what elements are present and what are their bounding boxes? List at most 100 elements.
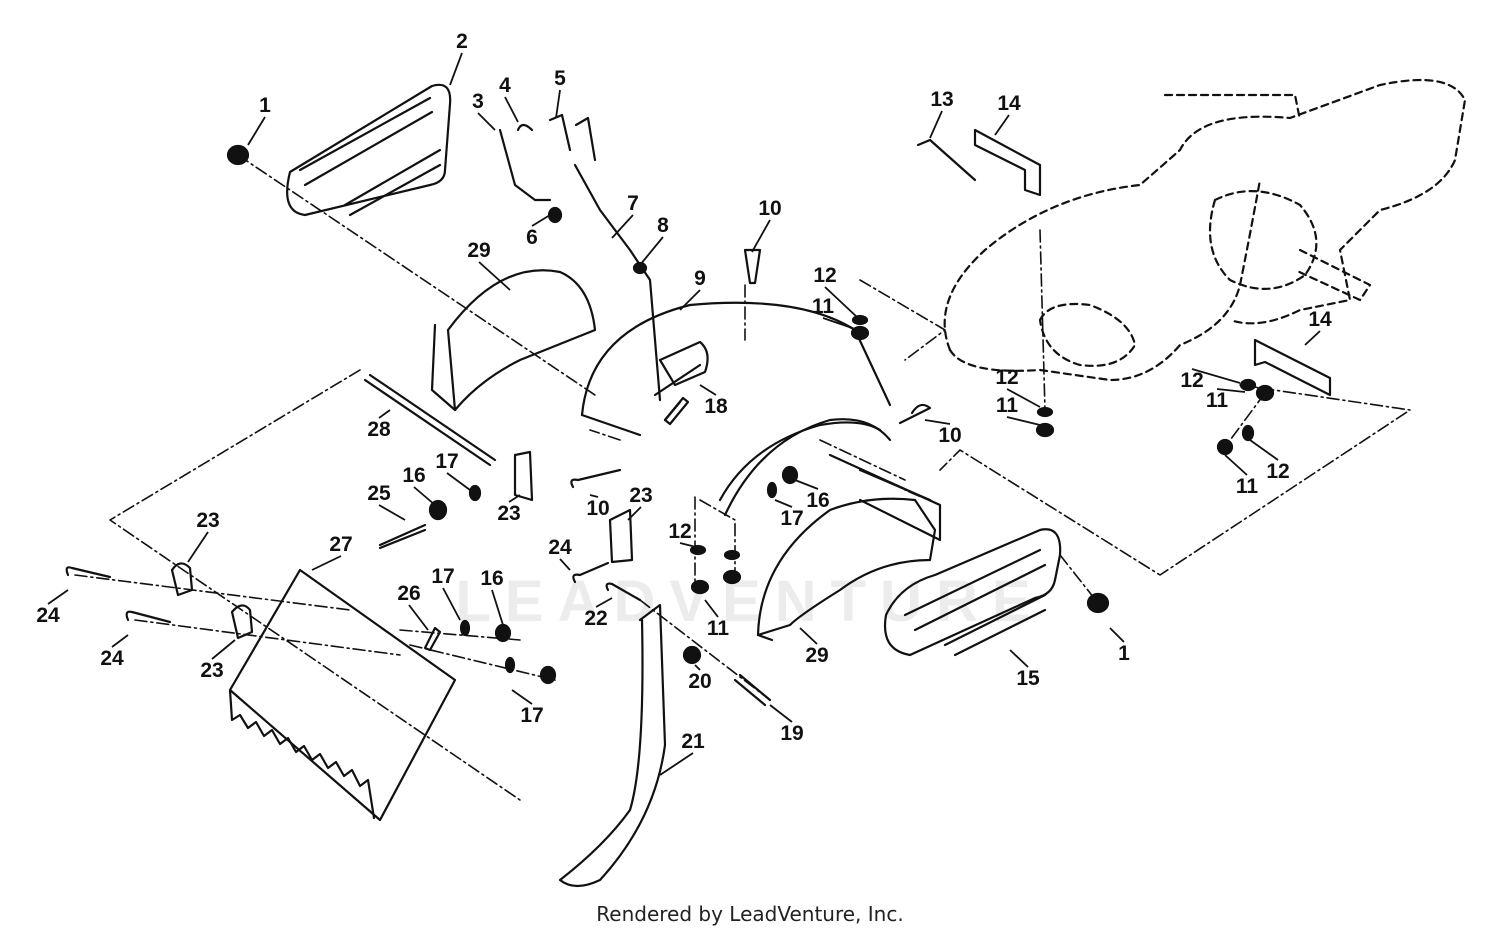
leader-line-23 [627, 506, 642, 521]
part-label-10: 10 [758, 197, 781, 220]
part-label-8: 8 [657, 214, 669, 237]
part-label-19: 19 [780, 722, 803, 745]
assembly-lines [74, 154, 1411, 801]
part-label-17: 17 [435, 450, 458, 473]
part-label-6: 6 [526, 226, 538, 249]
leader-line-26 [408, 604, 429, 631]
leader-line-12 [1006, 388, 1041, 408]
part-label-23: 23 [196, 509, 219, 532]
leader-line-16 [413, 486, 436, 506]
part-label-24: 24 [548, 536, 572, 559]
pins-and-rods [363, 123, 772, 707]
leader-line-19 [769, 704, 793, 723]
part-label-10: 10 [586, 497, 609, 520]
mount-plates-left [170, 562, 254, 640]
leader-line-4 [504, 96, 519, 123]
part-label-18: 18 [704, 395, 728, 418]
part-label-13: 13 [930, 88, 953, 111]
part-label-11: 11 [1206, 389, 1229, 412]
leader-line-10 [751, 219, 771, 253]
leader-line-20 [694, 664, 701, 671]
leader-line-17 [442, 587, 461, 621]
leader-line-11 [1224, 454, 1248, 476]
part-label-23: 23 [629, 484, 652, 507]
part-label-17: 17 [780, 507, 803, 530]
leader-line-1 [1109, 627, 1125, 643]
leader-line-12 [1191, 368, 1241, 384]
part-label-12: 12 [813, 264, 836, 287]
side-shield-left [226, 83, 452, 217]
transmission-frame [943, 78, 1467, 382]
part-label-1: 1 [259, 94, 271, 117]
drag-shield [228, 568, 457, 822]
part-label-22: 22 [584, 607, 607, 630]
leader-line-24 [47, 589, 69, 605]
leader-line-12 [679, 542, 701, 549]
leader-line-1 [247, 116, 266, 146]
part-label-2: 2 [456, 30, 468, 53]
part-label-29: 29 [467, 239, 490, 262]
leader-line-14 [994, 114, 1010, 136]
leader-line-12 [824, 286, 859, 319]
inner-shield-right [756, 497, 937, 642]
part-label-11: 11 [707, 617, 730, 640]
leader-line-10 [589, 494, 599, 498]
hardware [428, 206, 1275, 685]
leader-line-27 [311, 555, 342, 571]
leader-line-16 [794, 479, 819, 490]
part-label-17: 17 [431, 565, 454, 588]
leader-line-3 [477, 112, 496, 131]
bolts [65, 113, 977, 624]
leader-line-10 [924, 419, 951, 425]
footer-credit: Rendered by LeadVenture, Inc. [596, 902, 904, 926]
leader-line-29 [799, 627, 818, 645]
tine-hood [580, 301, 892, 437]
part-label-24: 24 [100, 647, 124, 670]
leader-line-23 [187, 531, 209, 563]
part-label-16: 16 [806, 489, 829, 512]
part-label-17: 17 [520, 704, 543, 727]
part-label-3: 3 [472, 90, 484, 113]
hood-extension [718, 418, 942, 542]
part-label-11: 11 [1236, 475, 1259, 498]
part-label-9: 9 [694, 267, 706, 290]
side-shield-right [883, 528, 1110, 657]
part-label-23: 23 [200, 659, 223, 682]
depth-stake [558, 603, 667, 888]
leader-line-17 [774, 499, 793, 508]
part-label-4: 4 [499, 74, 511, 97]
leader-line-21 [659, 752, 694, 776]
leader-line-11 [704, 599, 719, 618]
part-label-24: 24 [36, 604, 60, 627]
leader-line-17 [446, 472, 471, 491]
part-label-14: 14 [997, 92, 1021, 115]
part-label-15: 15 [1016, 667, 1040, 690]
part-label-16: 16 [402, 464, 425, 487]
part-label-16: 16 [480, 567, 503, 590]
part-label-23: 23 [497, 502, 520, 525]
leader-line-11 [1216, 388, 1246, 393]
part-label-21: 21 [681, 730, 705, 753]
leader-line-22 [595, 597, 613, 608]
leader-line-11 [822, 317, 859, 331]
leader-line-6 [531, 214, 551, 227]
leader-line-9 [679, 289, 701, 311]
leader-line-7 [611, 214, 634, 239]
part-label-12: 12 [668, 520, 691, 543]
part-label-29: 29 [805, 644, 828, 667]
leader-line-23 [508, 494, 521, 503]
leader-line-24 [111, 634, 129, 648]
leader-line-24 [559, 558, 571, 571]
leader-line-28 [378, 409, 391, 419]
leader-line-25 [378, 504, 406, 521]
leader-lines [47, 52, 1321, 776]
part-label-11: 11 [812, 295, 835, 318]
part-label-10: 10 [938, 424, 961, 447]
part-label-27: 27 [329, 533, 352, 556]
leader-line-2 [449, 52, 463, 86]
leader-line-13 [929, 110, 943, 139]
mount-plate-center [513, 450, 634, 564]
leader-line-17 [511, 689, 533, 705]
